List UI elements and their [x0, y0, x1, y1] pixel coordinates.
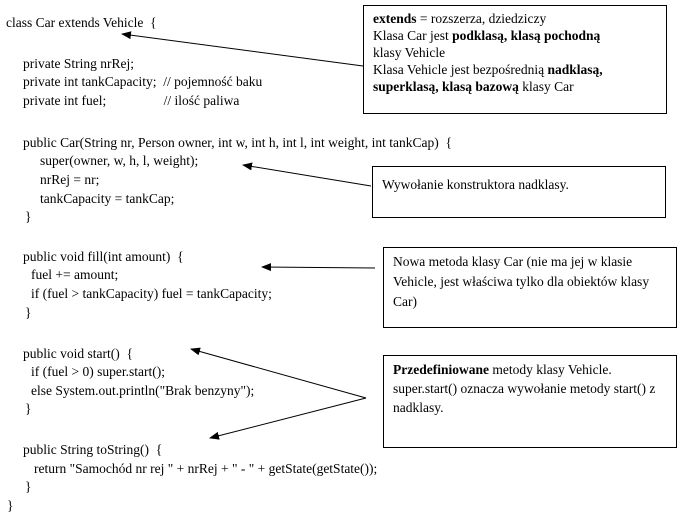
note-bold: Przedefiniowane [393, 362, 489, 377]
code-line: nrRej = nr; [40, 172, 100, 187]
code-line: else System.out.println("Brak benzyny"); [31, 383, 255, 398]
note-extends: extends = rozszerza, dziedziczy Klasa Ca… [363, 5, 667, 114]
note-text: klasy Car [518, 79, 574, 94]
code-line: private String nrRej; [23, 56, 134, 71]
code-line: if (fuel > tankCapacity) fuel = tankCapa… [31, 286, 272, 301]
code-line: private int tankCapacity; // pojemność b… [23, 74, 263, 89]
note-bold: nadklasą, [547, 62, 603, 77]
code-line: fuel += amount; [31, 267, 119, 282]
code-line: if (fuel > 0) super.start(); [31, 364, 165, 379]
note-text: metody klasy Vehicle. [488, 362, 612, 377]
note-text: = rozszerza, dziedziczy [416, 11, 547, 26]
code-line: super(owner, w, h, l, weight); [40, 153, 199, 168]
code-line: public Car(String nr, Person owner, int … [23, 135, 452, 150]
note-text: klasy Vehicle [373, 45, 446, 60]
note-bold: superklasą, klasą bazową [373, 79, 519, 94]
code-line: } [7, 498, 14, 513]
code-line: } [25, 401, 32, 416]
code-line: class Car extends Vehicle { [6, 15, 157, 30]
code-line: } [25, 305, 32, 320]
code-line: tankCapacity = tankCap; [40, 191, 175, 206]
code-line: } [25, 479, 32, 494]
code-line: public String toString() { [23, 442, 163, 457]
note-text: Nowa metoda klasy Car (nie ma jej w klas… [393, 254, 650, 309]
note-text: Wywołanie konstruktora nadklasy. [382, 177, 569, 192]
code-line: return "Samochód nr rej " + nrRej + " - … [34, 461, 378, 476]
note-text: Klasa Car jest [373, 28, 453, 43]
note-fill: Nowa metoda klasy Car (nie ma jej w klas… [383, 247, 677, 328]
code-line: public void start() { [23, 346, 133, 361]
note-constructor: Wywołanie konstruktora nadklasy. [372, 166, 666, 218]
note-override: Przedefiniowane metody klasy Vehicle. su… [383, 355, 677, 448]
code-line: private int fuel; // ilość paliwa [23, 93, 240, 108]
note-extends-keyword: extends [373, 11, 417, 26]
code-line: } [25, 209, 32, 224]
note-text: super.start() oznacza wywołanie metody s… [393, 381, 656, 415]
code-line: public void fill(int amount) { [23, 249, 184, 264]
note-text: Klasa Vehicle jest bezpośrednią [373, 62, 548, 77]
note-bold: podklasą, klasą pochodną [452, 28, 601, 43]
